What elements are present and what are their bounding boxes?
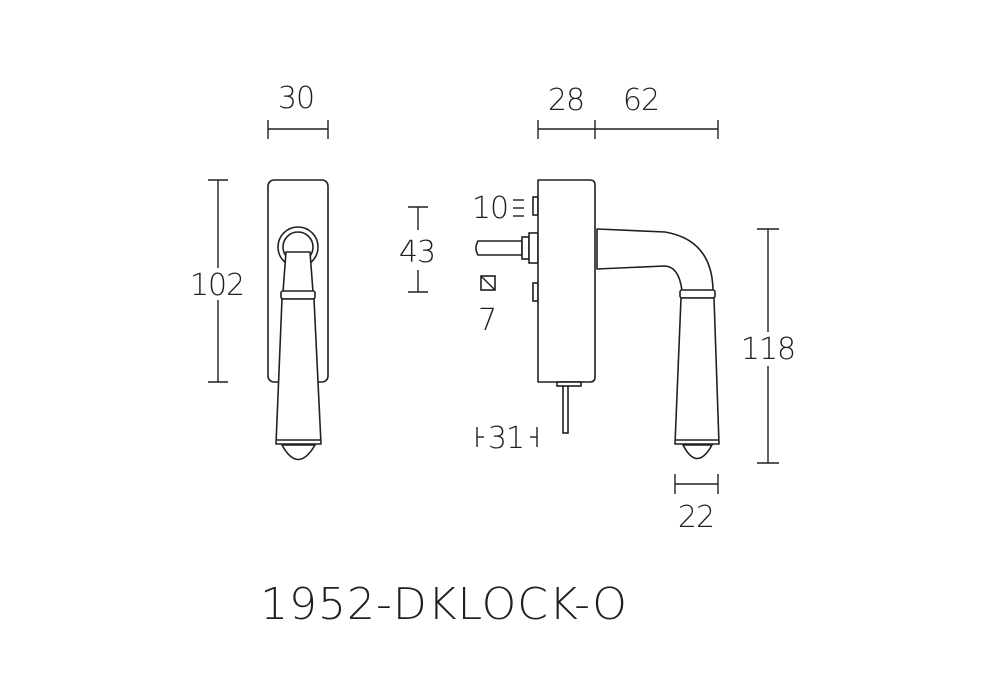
dim-front-height: 102 <box>190 179 245 383</box>
rose-body-side <box>537 179 596 383</box>
spindle-base <box>528 232 539 264</box>
dim-label-front-width: 30 <box>278 81 314 116</box>
square-spindle-symbol: 7 <box>478 275 497 338</box>
spindle-side <box>475 240 523 256</box>
key-side <box>562 381 569 434</box>
product-code: 1952-DKLOCK-O <box>260 579 628 630</box>
lever-grip-front <box>275 298 322 445</box>
lever-neck-front <box>282 251 314 293</box>
dim-label-rose-depth: 28 <box>548 83 584 118</box>
spindle-details: 43 10 7 31 <box>399 191 538 456</box>
side-view: 28 62 118 <box>475 83 796 535</box>
lever-end-cap-front <box>281 444 316 461</box>
lever-arm-side <box>596 228 714 292</box>
dim-label-lever-projection: 62 <box>623 83 659 118</box>
lever-end-cap-side <box>682 444 713 460</box>
dim-label-top-offset: 10 <box>472 191 508 226</box>
dim-label-key-length: 31 <box>488 421 524 456</box>
dim-label-square-spindle: 7 <box>478 303 496 338</box>
lever-collar-front <box>280 290 316 300</box>
dim-label-spindle-offset: 43 <box>399 235 435 270</box>
dim-front-width: 30 <box>267 81 329 139</box>
dim-label-grip-width: 22 <box>678 500 714 535</box>
dim-spindle-offset: 43 <box>399 206 436 293</box>
dim-label-handle-height: 118 <box>741 332 795 367</box>
dim-label-front-height: 102 <box>190 268 244 303</box>
key-head <box>556 381 582 387</box>
dim-top-side: 28 62 <box>537 83 719 139</box>
dim-key-length: 31 <box>476 421 538 456</box>
spindle-collar <box>521 236 530 260</box>
lever-grip-side <box>674 297 720 445</box>
dim-handle-height: 118 <box>741 228 796 464</box>
front-view: 30 102 <box>190 81 329 461</box>
dim-grip-width: 22 <box>674 474 719 535</box>
lever-collar-side <box>679 289 716 299</box>
